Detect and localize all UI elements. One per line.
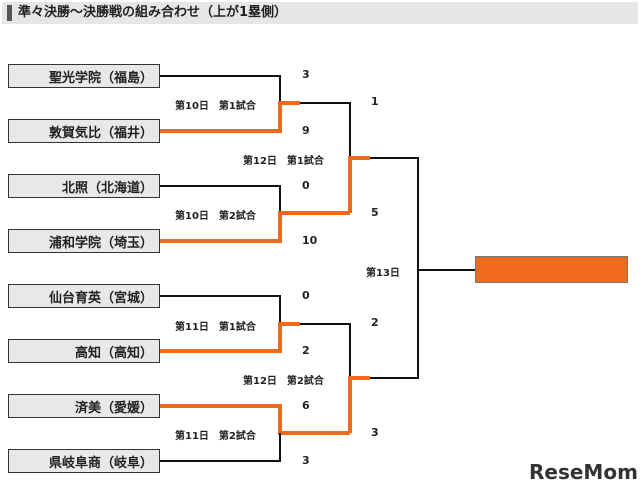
- final-label: 第13日: [366, 268, 400, 279]
- score-label: 3: [302, 68, 310, 81]
- score-label: 3: [371, 426, 379, 439]
- score-label: 0: [302, 179, 310, 192]
- header-bar: 準々決勝～決勝戦の組み合わせ（上が1塁側）: [2, 2, 638, 24]
- score-label: 6: [302, 399, 310, 412]
- game-label: 第11日 第1試合: [175, 322, 256, 333]
- score-label: 5: [371, 206, 379, 219]
- bracket-line-team-4: [160, 211, 350, 243]
- score-label: 2: [302, 344, 310, 357]
- score-label: 1: [371, 95, 379, 108]
- game-label: 第10日 第1試合: [175, 101, 256, 112]
- bracket-line-team-3: [160, 185, 281, 213]
- page-title: 準々決勝～決勝戦の組み合わせ（上が1塁側）: [18, 5, 288, 20]
- team-box: 高知（高知）: [8, 339, 160, 363]
- game-label: 第12日 第2試合: [243, 376, 324, 387]
- bracket-line-qf2-winner: [348, 156, 370, 213]
- bracket-line-team-7: [160, 404, 350, 435]
- bracket-line-qf1-winner: [300, 102, 351, 158]
- bracket-line-team-8: [160, 433, 281, 462]
- bracket-line-qf3-winner: [300, 323, 351, 378]
- team-box: 仙台育英（宮城）: [8, 284, 160, 308]
- team-box: 浦和学院（埼玉）: [8, 229, 160, 253]
- team-box: 敦賀気比（福井）: [8, 119, 160, 143]
- bracket-line-team-1: [160, 75, 281, 103]
- team-box: 聖光学院（福島）: [8, 64, 160, 88]
- header-marker: [7, 5, 12, 21]
- game-label: 第11日 第2試合: [175, 431, 256, 442]
- team-box: 済美（愛媛）: [8, 394, 160, 418]
- bracket-line-team-5: [160, 295, 281, 324]
- score-label: 3: [302, 454, 310, 467]
- bracket-line-team-6: [160, 322, 300, 353]
- score-label: 10: [302, 234, 318, 247]
- team-box: 北照（北海道）: [8, 174, 160, 198]
- game-label: 第12日 第1試合: [243, 156, 324, 167]
- game-label: 第10日 第2試合: [175, 211, 256, 222]
- bracket-line-sf1-winner: [370, 157, 419, 270]
- bracket-line-qf4-winner: [348, 376, 370, 433]
- score-label: 2: [371, 316, 379, 329]
- champion-box: [475, 256, 628, 283]
- bracket-line-sf2-winner: [370, 270, 419, 379]
- watermark-logo: ReseMom: [529, 460, 638, 484]
- score-label: 9: [302, 124, 310, 137]
- bracket-line-team-2: [160, 101, 300, 133]
- team-box: 県岐阜商（岐阜）: [8, 449, 160, 473]
- score-label: 0: [302, 289, 310, 302]
